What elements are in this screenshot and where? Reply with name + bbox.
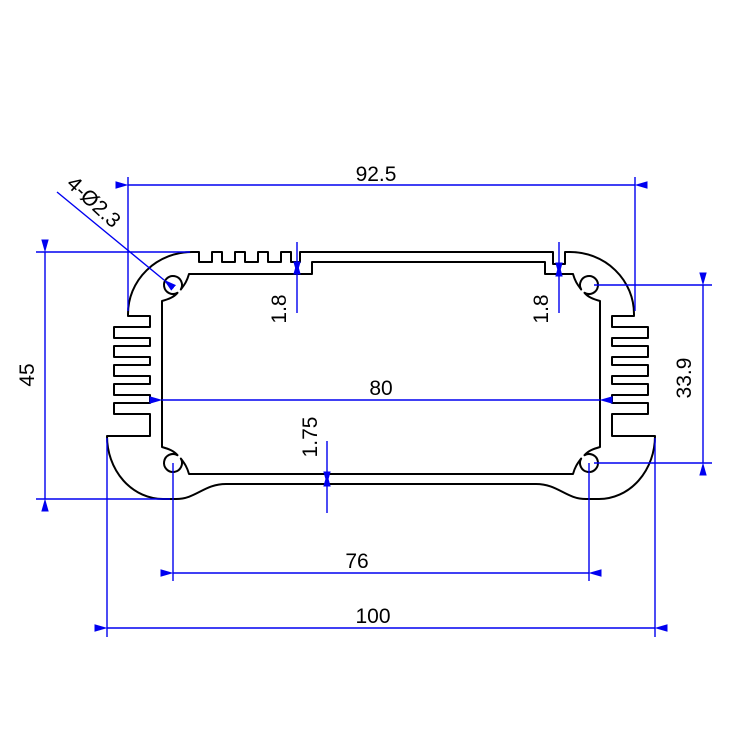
dimtext-80: 80 xyxy=(369,377,392,400)
dimtext-76: 76 xyxy=(345,550,368,573)
dimension-45: 45 xyxy=(16,239,49,512)
dimtext-92-5: 92.5 xyxy=(356,163,397,186)
dimtext-45: 45 xyxy=(16,363,39,386)
dimtext-100: 100 xyxy=(355,605,390,628)
dimtext-1-8-right: 1.8 xyxy=(530,294,553,323)
dimension-76: 76 xyxy=(160,550,602,577)
dimension-80: 80 xyxy=(149,377,613,404)
dimension-1-8-left: 1.8 xyxy=(268,242,301,324)
dimtext-1-8-left: 1.8 xyxy=(268,294,291,323)
screw-boss-top-left xyxy=(161,273,206,318)
dimension-1-75: 1.75 xyxy=(299,417,331,513)
extension-lines xyxy=(36,177,712,637)
dimtext-1-75: 1.75 xyxy=(299,417,322,458)
screw-boss-bottom-left xyxy=(161,430,206,475)
leader-corner-holes xyxy=(56,191,177,291)
dimension-100: 100 xyxy=(94,605,668,632)
dimension-92-5: 92.5 xyxy=(115,163,648,189)
dimension-1-8-right: 1.8 xyxy=(530,242,563,324)
dimension-33-9: 33.9 xyxy=(673,272,707,476)
dimtext-33-9: 33.9 xyxy=(673,358,696,399)
screw-boss-bottom-right xyxy=(556,430,601,475)
screw-boss-top-right xyxy=(556,273,601,318)
profile-outer-contour xyxy=(106,251,656,500)
